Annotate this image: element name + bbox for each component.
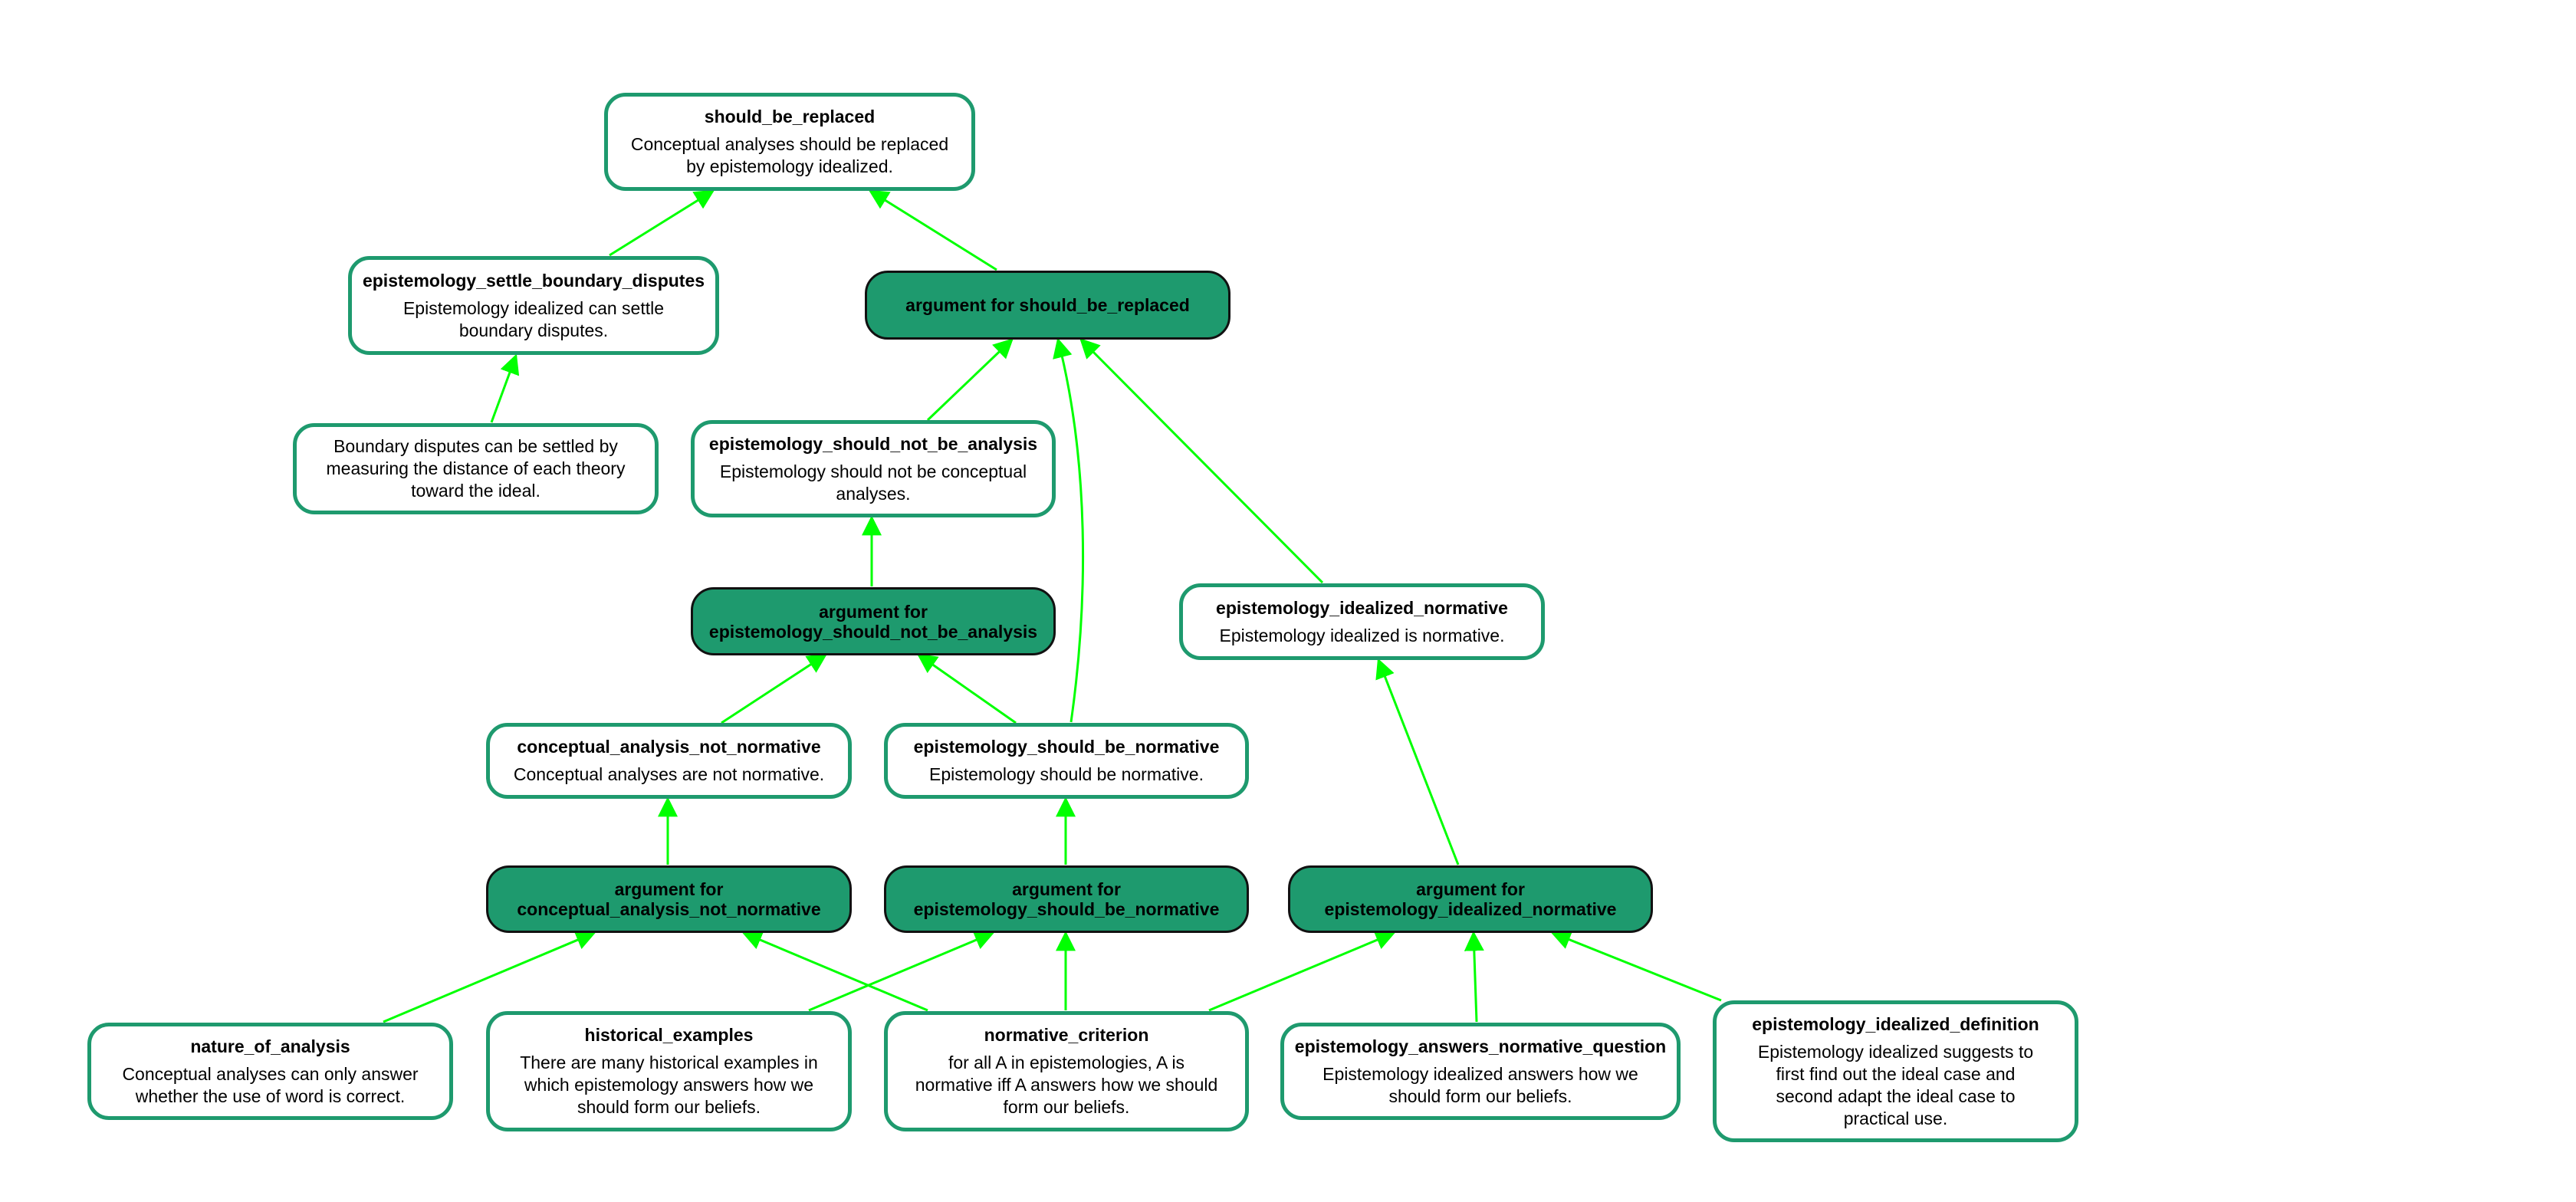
node-title: historical_examples	[584, 1025, 754, 1045]
node-title: argument for epistemology_should_be_norm…	[913, 879, 1220, 919]
edge-normative-criterion-to-arg-ca	[741, 931, 928, 1012]
edge-settle-to-should-be-replaced	[609, 189, 715, 257]
node-text: There are many historical examples in wh…	[520, 1053, 818, 1117]
node-title: epistemology_answers_normative_question	[1294, 1036, 1667, 1056]
node-text: Boundary disputes can be settled by meas…	[326, 436, 626, 501]
node-epistemology-idealized-definition[interactable]: epistemology_idealized_definition Episte…	[1713, 1000, 2078, 1142]
node-argument-for-should-be-replaced[interactable]: argument for should_be_replaced	[865, 271, 1230, 340]
edge-normative-criterion-to-arg-idealized	[1208, 931, 1396, 1012]
node-title: conceptual_analysis_not_normative	[517, 737, 821, 757]
node-should-be-replaced[interactable]: should_be_replaced Conceptual analyses s…	[604, 93, 975, 191]
node-title: epistemology_should_not_be_analysis	[708, 433, 1038, 454]
node-title: should_be_replaced	[704, 107, 876, 126]
node-text: Epistemology should not be conceptual an…	[719, 461, 1027, 504]
node-nature-of-analysis[interactable]: nature_of_analysis Conceptual analyses c…	[87, 1023, 453, 1120]
node-text: Epistemology idealized suggests to first…	[1757, 1041, 2034, 1128]
node-argument-for-conceptual-analysis-not-normative[interactable]: argument for conceptual_analysis_not_nor…	[486, 865, 852, 933]
node-title: normative_criterion	[984, 1025, 1149, 1045]
node-conceptual-analysis-not-normative[interactable]: conceptual_analysis_not_normative Concep…	[486, 723, 852, 799]
node-argument-for-epistemology-idealized-normative[interactable]: argument for epistemology_idealized_norm…	[1288, 865, 1653, 933]
edge-historical-to-arg-should-be-normative	[808, 931, 995, 1012]
node-epistemology-should-be-normative[interactable]: epistemology_should_be_normative Epistem…	[884, 723, 1249, 799]
node-epistemology-settle-boundary-disputes[interactable]: epistemology_settle_boundary_disputes Ep…	[348, 256, 719, 355]
node-title: epistemology_should_be_normative	[913, 737, 1220, 757]
node-epistemology-should-not-be-analysis[interactable]: epistemology_should_not_be_analysis Epis…	[691, 420, 1056, 517]
node-text: for all A in epistemologies, A is normat…	[915, 1053, 1218, 1117]
node-text: Conceptual analyses can only answer whet…	[122, 1063, 419, 1106]
node-argument-for-epistemology-should-be-normative[interactable]: argument for epistemology_should_be_norm…	[884, 865, 1249, 933]
node-title: argument for epistemology_should_not_be_…	[708, 601, 1038, 642]
node-text: Epistemology should be normative.	[929, 764, 1204, 784]
node-text: Conceptual analyses are not normative.	[513, 764, 825, 784]
edge-definition-to-arg-idealized	[1550, 930, 1722, 1002]
node-title: argument for conceptual_analysis_not_nor…	[517, 879, 821, 919]
edge-boundary-premise-to-settle	[490, 353, 520, 423]
edge-arg-should-be-replaced-to-should-be-replaced	[868, 189, 997, 271]
edge-should-be-normative-to-arg-should-be-replaced	[1053, 337, 1085, 723]
edge-idealized-normative-to-arg-should-be-replaced	[1079, 338, 1324, 584]
node-title: epistemology_settle_boundary_disputes	[362, 270, 705, 291]
node-title: nature_of_analysis	[190, 1036, 350, 1056]
node-epistemology-idealized-normative[interactable]: epistemology_idealized_normative Epistem…	[1179, 583, 1545, 660]
node-text: Epistemology idealized is normative.	[1219, 625, 1505, 645]
node-title: argument for epistemology_idealized_norm…	[1324, 879, 1617, 919]
node-text: Epistemology idealized answers how we sh…	[1322, 1063, 1638, 1106]
node-title: epistemology_idealized_definition	[1752, 1013, 2039, 1034]
node-title: argument for should_be_replaced	[905, 295, 1190, 315]
edge-arg-idealized-normative-to-idealized-normative	[1375, 658, 1460, 865]
node-text: Conceptual analyses should be replaced b…	[630, 134, 949, 176]
node-text: Epistemology idealized can settle bounda…	[402, 297, 665, 340]
edge-not-analysis-to-arg-should-be-replaced	[926, 338, 1014, 422]
node-argument-for-epistemology-should-not-be-analysis[interactable]: argument for epistemology_should_not_be_…	[691, 587, 1056, 655]
edge-answers-question-to-arg-idealized	[1464, 931, 1484, 1023]
node-historical-examples[interactable]: historical_examples There are many histo…	[486, 1011, 852, 1131]
node-epistemology-answers-normative-question[interactable]: epistemology_answers_normative_question …	[1280, 1023, 1681, 1120]
edge-ca-not-normative-to-arg-not-analysis	[721, 653, 828, 724]
edge-should-be-normative-to-arg-not-analysis	[916, 653, 1017, 724]
node-title: epistemology_idealized_normative	[1216, 597, 1508, 618]
node-boundary-disputes-premise[interactable]: Boundary disputes can be settled by meas…	[293, 423, 659, 514]
edge-nature-of-analysis-to-arg-ca	[383, 931, 596, 1023]
node-normative-criterion[interactable]: normative_criterion for all A in epistem…	[884, 1011, 1249, 1131]
